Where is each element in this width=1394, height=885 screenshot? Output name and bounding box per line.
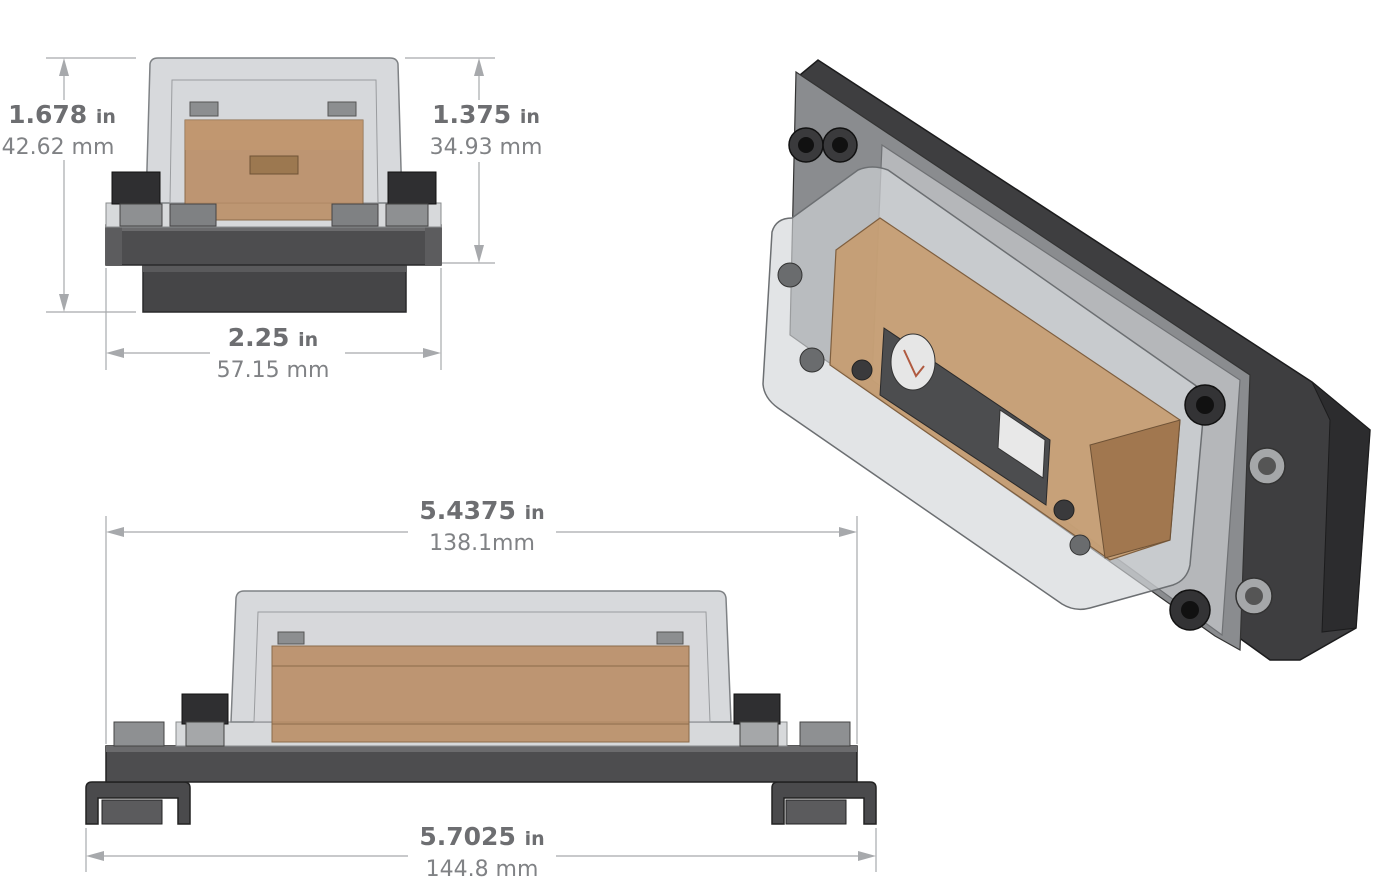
isometric-view xyxy=(762,59,1371,661)
dim-value: 1.678 xyxy=(8,100,87,129)
dim-side-total-length: 5.7025 in 144.8 mm xyxy=(419,822,544,882)
side-view xyxy=(85,590,877,825)
dim-front-width: 2.25 in 57.15 mm xyxy=(217,323,330,383)
front-view xyxy=(105,57,442,313)
dim-unit: in xyxy=(525,502,545,524)
dim-value: 2.25 xyxy=(228,323,290,352)
dim-unit: in xyxy=(96,106,116,128)
dim-value: 5.7025 xyxy=(419,822,515,851)
dim-unit: in xyxy=(520,106,540,128)
dim-front-lid-height: 1.375 in 34.93 mm xyxy=(430,100,543,160)
dim-unit: in xyxy=(525,828,545,850)
svg-text:5.4375 in: 5.4375 in xyxy=(419,496,544,525)
side-dimension-lines xyxy=(85,516,877,872)
svg-text:1.375 in: 1.375 in xyxy=(432,100,540,129)
dim-unit: in xyxy=(298,329,318,351)
dim-metric: 138.1mm xyxy=(429,531,535,556)
dim-metric: 144.8 mm xyxy=(426,857,539,882)
front-dimension-lines xyxy=(46,57,495,370)
dim-front-total-height: 1.678 in 42.62 mm xyxy=(2,100,116,160)
dim-metric: 57.15 mm xyxy=(217,358,330,383)
dim-side-body-length: 5.4375 in 138.1mm xyxy=(419,496,544,556)
dim-value: 5.4375 xyxy=(419,496,515,525)
svg-text:2.25 in: 2.25 in xyxy=(228,323,318,352)
dim-metric: 34.93 mm xyxy=(430,135,543,160)
svg-text:1.678 in: 1.678 in xyxy=(8,100,116,129)
svg-text:5.7025 in: 5.7025 in xyxy=(419,822,544,851)
dim-value: 1.375 xyxy=(432,100,511,129)
dim-metric: 42.62 mm xyxy=(2,135,115,160)
